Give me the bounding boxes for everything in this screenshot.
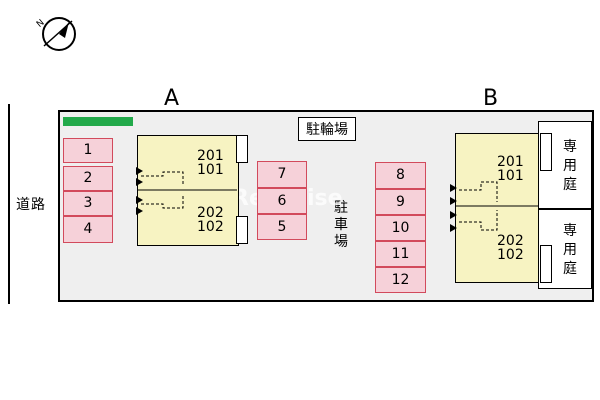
spot-8[interactable]: 8 [375,162,426,189]
entrance-arrow-icon [450,184,457,192]
north-compass-icon: N [32,14,78,52]
spot-2[interactable]: 2 [63,166,113,191]
parking-label: 駐 車 場 [334,200,348,250]
building-b-top-tab-front [540,133,552,171]
spot-1[interactable]: 1 [63,138,113,163]
spot-7[interactable]: 7 [257,161,307,188]
spot-5[interactable]: 5 [257,214,307,240]
private-garden-bottom-label: 専 用 庭 [563,223,577,277]
building-b-unit-bottom: 202 102 [497,233,524,263]
spot-6[interactable]: 6 [257,188,307,214]
building-a-unit-bottom: 202 102 [197,205,224,235]
spot-11[interactable]: 11 [375,241,426,267]
entrance-arrow-icon [450,224,457,232]
spot-10[interactable]: 10 [375,215,426,241]
building-b-letter: B [483,86,499,111]
entrance-arrow-icon [136,207,143,215]
entrance-arrow-icon [136,196,143,204]
entrance-arrow-icon [450,211,457,219]
building-a-corridor [137,171,237,209]
entrance-arrow-icon [136,178,143,186]
building-b-bottom-tab-front [540,245,552,283]
spot-9[interactable]: 9 [375,189,426,215]
spot-3[interactable]: 3 [63,191,113,216]
building-a-unit-top: 201 101 [197,148,224,178]
spot-12[interactable]: 12 [375,267,426,293]
building-b-unit-top: 201 101 [497,154,524,184]
entrance-arrow-icon [450,197,457,205]
bike-parking-label: 駐輪場 [298,117,356,141]
entrance-arrow-icon [136,167,143,175]
green-strip [63,117,133,126]
building-a-letter: A [164,86,180,111]
building-a-bottom-tab [236,216,248,244]
road-label: 道路 [16,197,46,213]
private-garden-top-label: 専 用 庭 [563,139,577,193]
north-label: N [35,18,47,30]
spot-4[interactable]: 4 [63,216,113,243]
building-b-corridor [455,181,539,231]
building-a-top-tab [236,135,248,163]
road-line [8,104,10,304]
